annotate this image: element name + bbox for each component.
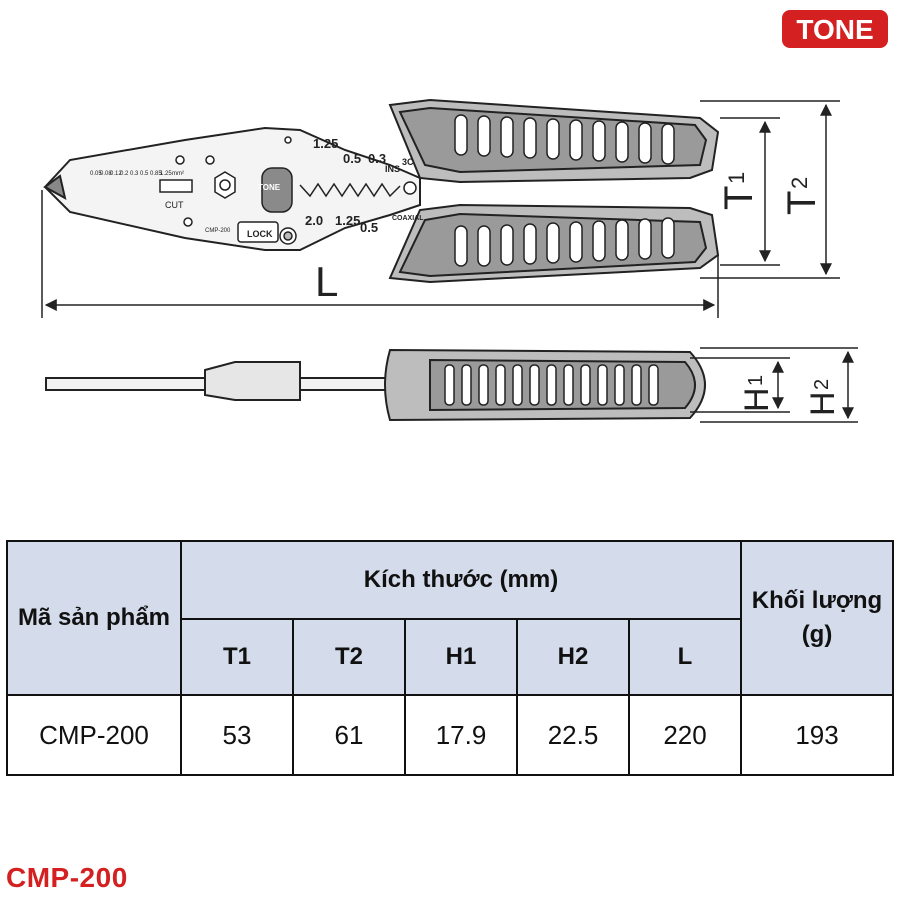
header-weight: Khối lượng (g) (740, 540, 895, 696)
size-scale-3: 0.12 (110, 171, 122, 177)
size-scale-1: 0.05 (90, 171, 102, 177)
dim-label-t1: T (717, 186, 761, 210)
jaw-details (159, 136, 417, 245)
dim-label-t2: T (780, 191, 824, 215)
size-scale-7: 0.85 (150, 171, 162, 177)
header-h1: H1 (404, 618, 518, 696)
cell-h2: 22.5 (516, 694, 630, 776)
cell-t2: 61 (292, 694, 406, 776)
three-c-marking: 3C (402, 157, 414, 167)
header-l: L (627, 618, 743, 696)
lower-grip-slots (454, 217, 675, 267)
header-dimensions: Kích thước (mm) (179, 540, 743, 620)
header-t1: T1 (180, 618, 294, 696)
upper-grip-slots (454, 114, 675, 165)
size-scale-4: 0.2 (120, 171, 129, 177)
gauge-lower-2: 1.25 (335, 213, 360, 228)
tone-logo: TONE (782, 10, 888, 48)
size-scale-2: 0.08 (100, 171, 112, 177)
cell-product: CMP-200 (6, 694, 182, 776)
gauge-upper-2: 0.5 (343, 151, 361, 166)
logo-text: TONE (796, 14, 873, 45)
dim-label-t1-sub: 1 (724, 172, 749, 184)
cell-l: 220 (627, 694, 743, 776)
cut-marking: CUT (165, 200, 184, 210)
ins-marking: INS (385, 164, 400, 174)
dimension-lines-side (690, 347, 858, 423)
dim-label-h1: H (738, 387, 776, 412)
gauge-lower-1: 2.0 (305, 213, 323, 228)
spec-table: Mã sản phẩm Kích thước (mm) Khối lượng (… (6, 540, 895, 776)
header-h2: H2 (516, 618, 630, 696)
size-scale-8: 1.25 (160, 171, 172, 177)
dim-label-l: L (315, 258, 338, 305)
gauge-upper-1: 1.25 (313, 136, 338, 151)
gauge-upper-3: 0.3 (368, 151, 386, 166)
size-scale-6: 0.5 (140, 171, 149, 177)
dim-label-h2: H (804, 391, 842, 416)
side-grip-slots (444, 364, 659, 406)
tool-drawing: CUT LOCK 1.25 0.5 0.3 2.0 1.25 0.5 INS 3… (41, 98, 858, 423)
product-code-title: CMP-200 (6, 862, 128, 893)
cell-h1: 17.9 (404, 694, 518, 776)
gauge-lower-3: 0.5 (360, 220, 378, 235)
dim-label-h1-sub: 1 (745, 375, 767, 386)
size-scale-5: 0.3 (130, 171, 139, 177)
table-row: CMP-200 53 61 17.9 22.5 220 193 (6, 694, 895, 776)
header-product: Mã sản phẩm (6, 540, 182, 696)
cell-weight: 193 (740, 694, 895, 776)
dim-label-t2-sub: 2 (787, 177, 812, 189)
dim-label-h2-sub: 2 (811, 379, 833, 390)
header-t2: T2 (292, 618, 406, 696)
dimension-lines-top (41, 100, 840, 318)
mm2-marking: mm² (172, 171, 184, 177)
cell-t1: 53 (180, 694, 294, 776)
lock-marking: LOCK (247, 229, 273, 239)
coaxial-marking: COAXIAL (392, 215, 424, 222)
tool-brand-marking: TONE (258, 183, 281, 192)
tool-model-marking: CMP-200 (205, 228, 231, 234)
